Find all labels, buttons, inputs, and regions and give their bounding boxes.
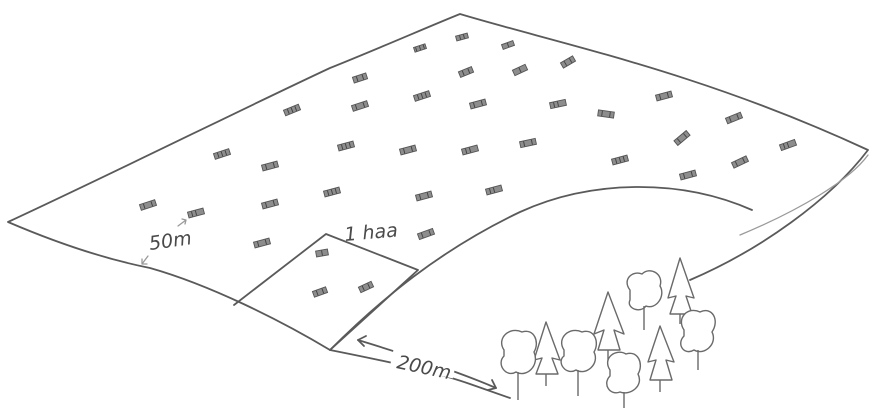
sample-plot-mark	[415, 191, 432, 201]
sample-plot-mark	[312, 287, 327, 297]
deciduous-tree	[561, 330, 596, 396]
plot-size-arrow-lower	[142, 256, 148, 264]
sample-plot-mark	[469, 99, 486, 109]
sample-plot-mark	[779, 139, 796, 150]
sample-plot-mark	[323, 187, 340, 197]
sample-plot-mark	[520, 138, 537, 147]
sample-plot-mark	[358, 281, 373, 292]
deciduous-tree	[681, 310, 715, 370]
sample-plot-mark	[337, 141, 354, 151]
sample-plot-mark	[655, 91, 672, 101]
field-outline	[8, 14, 868, 398]
sample-plot-mark	[458, 67, 473, 78]
sample-plot-mark	[485, 185, 502, 195]
sample-plot-mark	[417, 228, 434, 239]
sample-plot-mark	[598, 110, 615, 118]
sample-plot-mark	[502, 41, 515, 50]
sample-plot-mark	[399, 145, 416, 155]
plot-area-label: 1 haa	[344, 219, 399, 246]
sample-plot-mark	[461, 145, 478, 155]
sample-plot-mark	[512, 64, 527, 75]
sample-plot-mark	[456, 33, 469, 41]
sample-plot-mark	[414, 44, 427, 52]
sample-plot-mark	[261, 199, 278, 209]
plot-size-label: 50m	[148, 227, 193, 255]
sample-plot-mark	[731, 156, 748, 168]
plot-size-annotation: 50m	[142, 219, 193, 264]
sample-plot-mark	[213, 149, 230, 160]
sample-plot-mark	[352, 73, 367, 83]
plot-size-arrow-upper	[178, 219, 186, 226]
sample-plot-mark	[550, 99, 567, 108]
conifer-tree	[534, 322, 560, 386]
sample-plot-mark	[139, 200, 156, 211]
sample-plot-mark	[560, 56, 575, 68]
sample-plot-mark	[261, 161, 278, 171]
sample-plot-mark	[679, 170, 696, 180]
sample-plot-mark	[283, 104, 300, 116]
sample-plot-mark	[187, 208, 204, 218]
sample-plot-mark	[253, 238, 270, 248]
distance-annotation: 200m	[358, 336, 496, 390]
conifer-tree	[594, 292, 624, 362]
sample-plot-marks	[139, 33, 796, 297]
sample-plot-mark	[611, 155, 628, 165]
forest-trees	[501, 258, 715, 408]
sample-plot-mark	[413, 91, 430, 102]
deciduous-tree	[627, 271, 662, 330]
sample-plot-mark	[316, 249, 329, 257]
sample-plot-mark	[674, 131, 690, 146]
deciduous-tree	[501, 330, 536, 400]
conifer-tree	[648, 326, 674, 392]
field-right-edge	[740, 155, 868, 235]
sample-plot-mark	[725, 112, 742, 124]
sample-plot-mark	[351, 101, 368, 112]
deciduous-tree	[607, 352, 641, 408]
